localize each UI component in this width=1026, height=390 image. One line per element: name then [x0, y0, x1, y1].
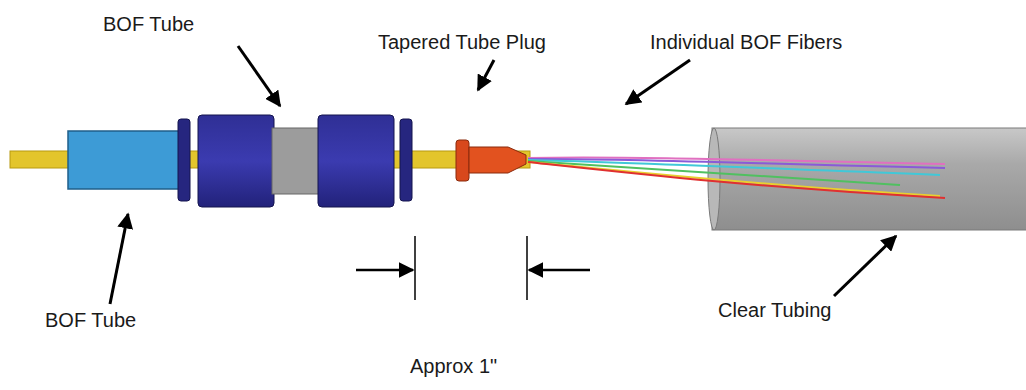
- dimension-arrow: [356, 269, 413, 272]
- leader-arrow: [238, 46, 280, 106]
- fiber: [528, 162, 940, 196]
- part-label: Approx 1": [410, 354, 497, 378]
- connector-body: [318, 115, 394, 207]
- dimension-arrow: [529, 269, 590, 272]
- leader-arrow: [834, 236, 896, 296]
- extension-line: [526, 236, 528, 300]
- part-label: Individual BOF Fibers: [650, 30, 842, 54]
- part-label: Clear Tubing: [718, 298, 831, 322]
- part-label: BOF Tube: [103, 12, 194, 36]
- leader-arrow: [626, 60, 690, 104]
- connector-sleeve: [272, 128, 320, 194]
- flange: [178, 119, 190, 201]
- plug-flange: [456, 140, 469, 181]
- dimension: [356, 236, 590, 300]
- clear-tubing: [712, 128, 1026, 230]
- extension-line: [414, 236, 416, 300]
- part-label: BOF Tube: [45, 308, 136, 332]
- part-label: Tapered Tube Plug: [378, 30, 546, 54]
- bof-tube-left: [68, 131, 182, 189]
- leader-arrow: [478, 60, 494, 90]
- tapered-plug: [469, 147, 526, 173]
- flange: [400, 119, 412, 201]
- connector-body: [198, 115, 274, 207]
- fibers: [528, 157, 945, 198]
- fiber: [528, 162, 945, 198]
- leader-arrows: [110, 46, 896, 304]
- leader-arrow: [110, 214, 128, 304]
